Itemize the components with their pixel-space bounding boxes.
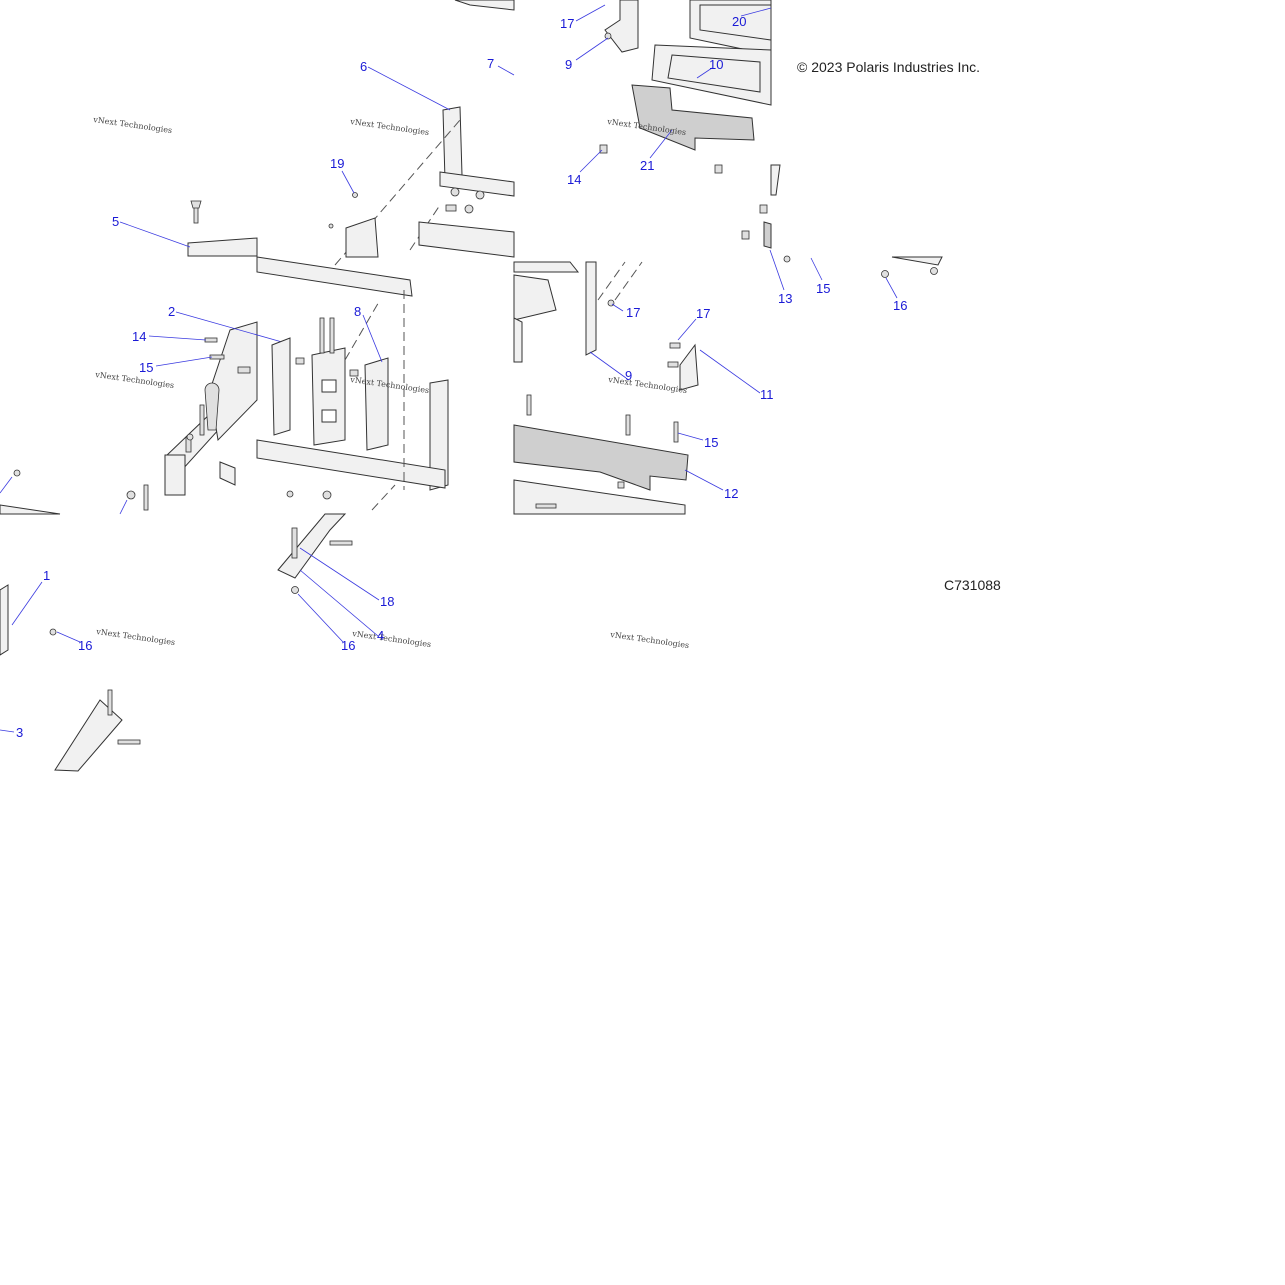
callout-20: 20 [732, 14, 746, 29]
callout-17-mid-left: 17 [626, 305, 640, 320]
callout-10: 10 [709, 57, 723, 72]
callout-15-right-mid: 15 [704, 435, 718, 450]
callout-17-mid-right: 17 [696, 306, 710, 321]
assembly-tile-c [575, 0, 772, 174]
assembly-tile-i [0, 581, 141, 772]
assembly-tile-e [0, 311, 283, 515]
callout-5: 5 [112, 214, 119, 229]
assembly-tile-h [769, 249, 943, 299]
callout-17-top: 17 [560, 16, 574, 31]
callout-13: 13 [778, 291, 792, 306]
callout-16-right: 16 [893, 298, 907, 313]
watermark-text: vNext Technologies [94, 370, 175, 390]
watermark-text: vNext Technologies [349, 117, 430, 137]
watermark-text: vNext Technologies [609, 630, 690, 650]
callout-18: 18 [380, 594, 394, 609]
assembly-tile-d [741, 164, 781, 249]
callout-2: 2 [168, 304, 175, 319]
watermark-text: vNext Technologies [92, 115, 173, 135]
callout-14-top: 14 [567, 172, 581, 187]
callout-19: 19 [330, 156, 344, 171]
copyright-notice: © 2023 Polaris Industries Inc. [797, 59, 981, 75]
assembly-tile-a [119, 200, 258, 257]
callout-3: 3 [16, 725, 23, 740]
watermark-marks [82, 114, 91, 134]
callout-15-right-top: 15 [816, 281, 830, 296]
callout-12: 12 [724, 486, 738, 501]
callout-11: 11 [760, 387, 774, 402]
callout-16-left: 16 [78, 638, 92, 653]
diagram-code: C731088 [944, 577, 1001, 593]
callout-21: 21 [640, 158, 654, 173]
assembly-tile-j [277, 513, 380, 643]
callout-4: 4 [377, 628, 384, 643]
callout-8: 8 [354, 304, 361, 319]
callout-16-center: 16 [341, 638, 355, 653]
watermark-text: vNext Technologies [95, 627, 176, 647]
watermark-text: vNext Technologies [607, 375, 688, 395]
watermark-text: vNext Technologies [349, 375, 430, 395]
watermark-text: vNext Technologies [351, 629, 432, 649]
callout-9-mid: 9 [625, 368, 632, 383]
assembly-tile-f [256, 256, 449, 511]
callout-7: 7 [487, 56, 494, 71]
watermark-text-group: vNext Technologies vNext Technologies vN… [92, 115, 690, 650]
callout-labels: 1 2 3 4 5 6 7 8 9 9 10 11 12 13 14 14 15… [16, 14, 907, 740]
callout-1: 1 [43, 568, 50, 583]
callout-6: 6 [360, 59, 367, 74]
callout-14-mid: 14 [132, 329, 146, 344]
assembly-tile-b [328, 0, 515, 266]
callout-9-top: 9 [565, 57, 572, 72]
assembly-tile-g [513, 261, 761, 515]
callout-15-left: 15 [139, 360, 153, 375]
